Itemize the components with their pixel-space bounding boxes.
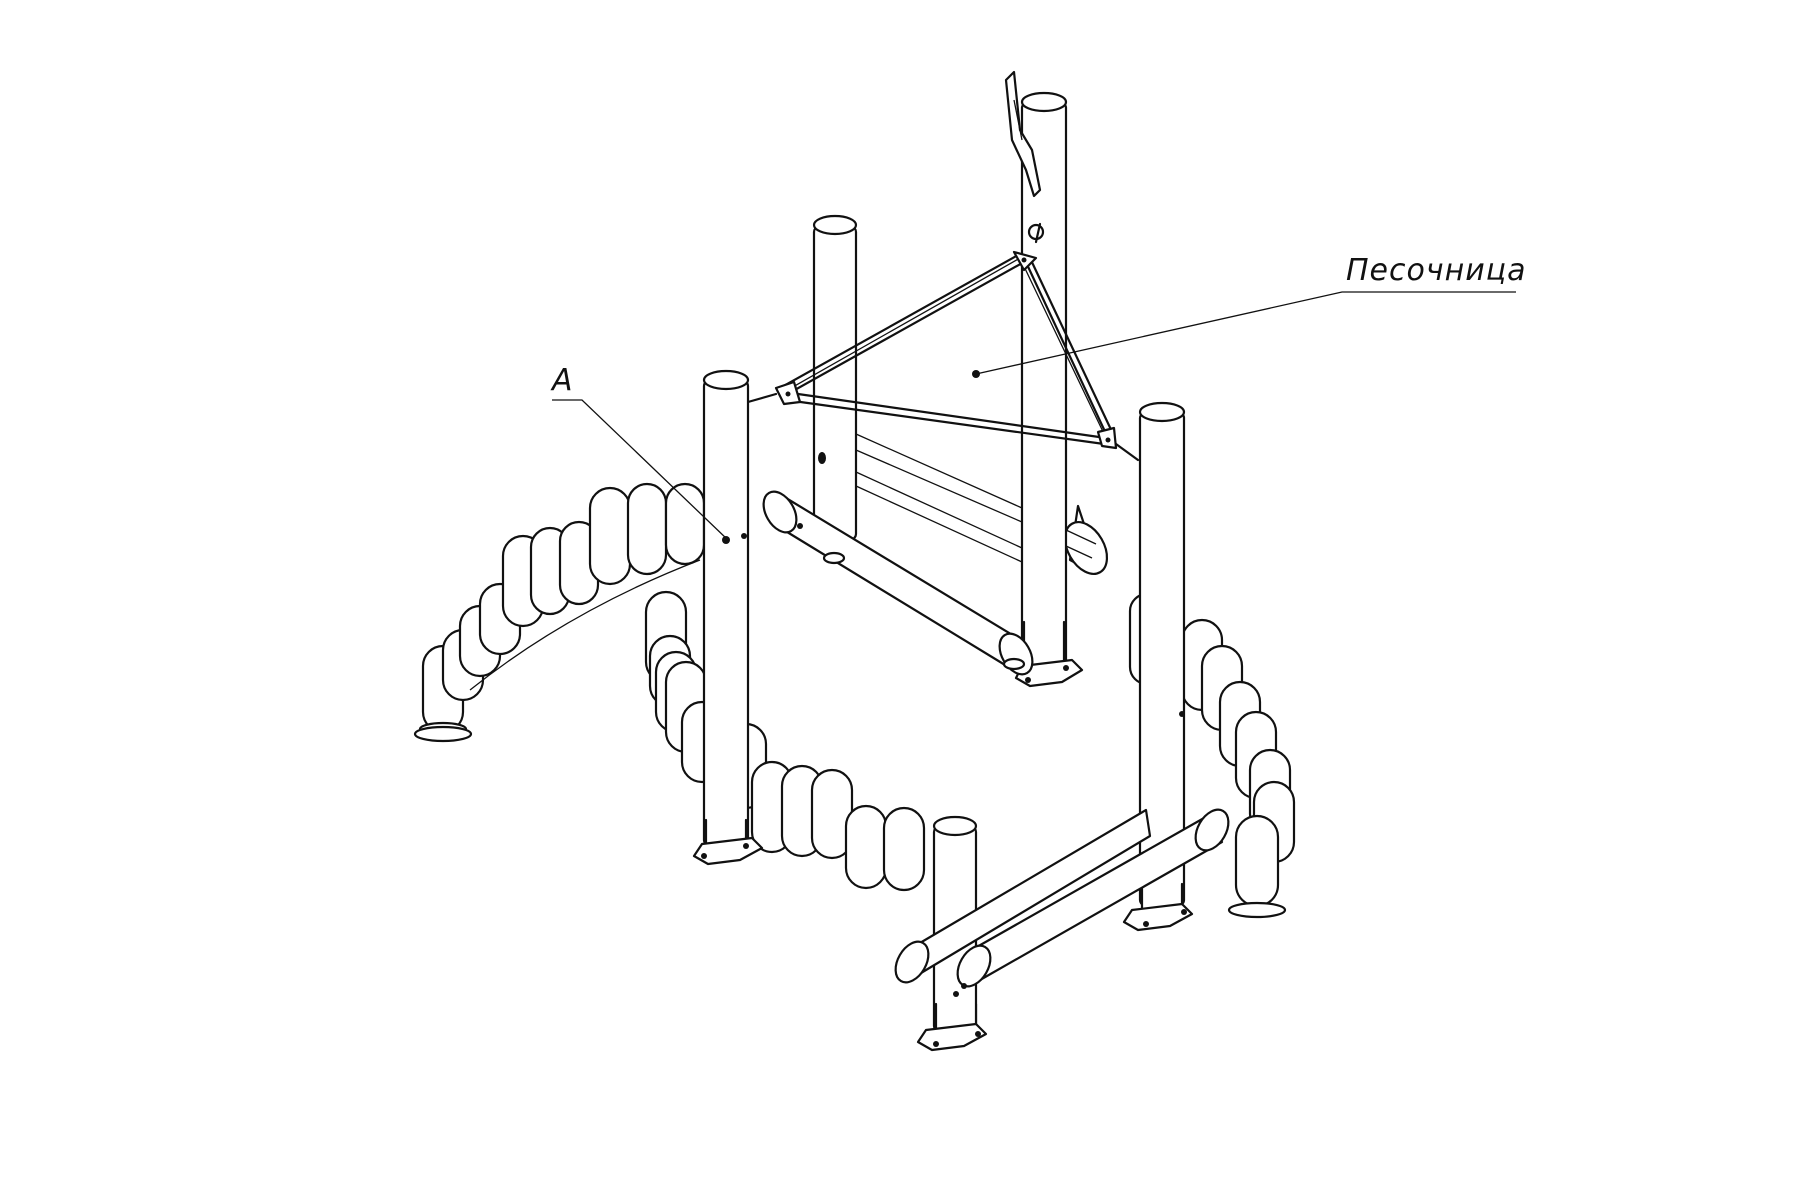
- post-front-left: [692, 369, 764, 866]
- sail-corner-fitting: [1012, 250, 1038, 272]
- back-diagonal-log: [762, 490, 1034, 676]
- sail-corner-fitting: [774, 380, 802, 406]
- base-plate: [413, 725, 473, 743]
- base-plate: [822, 551, 1026, 671]
- log-border-back-left: [413, 482, 706, 743]
- base-plate: [1122, 902, 1194, 932]
- callout-sandbox: Песочница: [972, 253, 1527, 378]
- front-lower-log-back: [894, 808, 1152, 984]
- front-lower-log-front: [956, 808, 1230, 989]
- sail-corner-fitting: [1096, 426, 1118, 450]
- log-segment: [626, 482, 668, 576]
- log-segment: [664, 482, 706, 566]
- post-front-right: [1122, 401, 1194, 932]
- label-sandbox: Песочница: [1346, 253, 1527, 288]
- base-plate: [916, 1022, 988, 1052]
- base-plate: [692, 836, 764, 866]
- log-segment: [1227, 814, 1287, 919]
- label-part-a: A: [550, 363, 574, 398]
- flag-plate: [1004, 70, 1042, 198]
- log-segment: [844, 804, 888, 890]
- log-segment: [588, 486, 632, 586]
- log-border-front-left: [644, 590, 926, 892]
- back-ladder-rails: [855, 433, 1097, 563]
- log-segment: [882, 806, 926, 892]
- shade-sail: [746, 222, 1140, 462]
- post-back-tall: [1004, 70, 1084, 688]
- callout-part-a: A: [550, 363, 729, 541]
- post-back-left: [812, 214, 858, 546]
